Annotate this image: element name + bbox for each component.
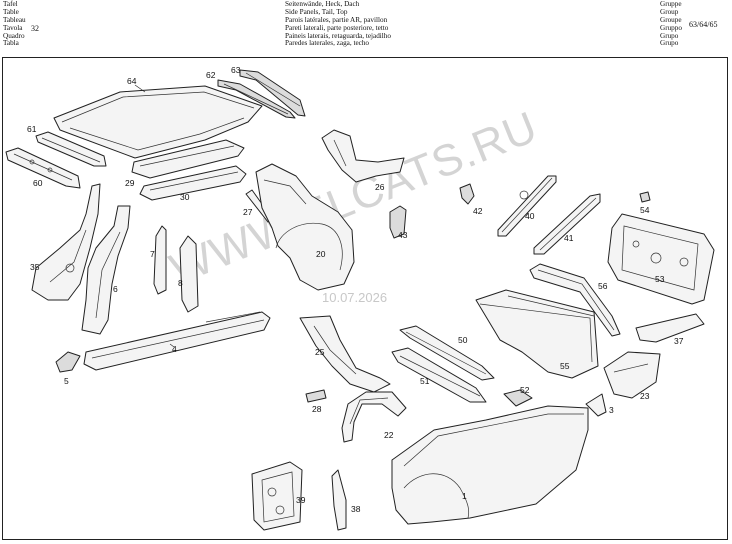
part-number-labels: 64 62 63 61 60 29 30 26 27 42 40 54 43 4… bbox=[27, 65, 684, 514]
label-38: 38 bbox=[351, 504, 361, 514]
label-50: 50 bbox=[458, 335, 468, 345]
title-en: Side Panels, Tail, Top bbox=[285, 7, 348, 16]
label-23: 23 bbox=[640, 391, 650, 401]
label-30: 30 bbox=[180, 192, 190, 202]
part-41-rear-rail[interactable] bbox=[533, 193, 601, 255]
label-8: 8 bbox=[178, 278, 183, 288]
label-39: 39 bbox=[296, 495, 306, 505]
label-7: 7 bbox=[150, 249, 155, 259]
label-27: 27 bbox=[243, 207, 253, 217]
part-5-end-cap[interactable] bbox=[55, 351, 81, 373]
label-6: 6 bbox=[113, 284, 118, 294]
part-20-quarter-inner-panel[interactable] bbox=[255, 163, 355, 291]
part-30-rear-crossmember[interactable] bbox=[139, 165, 247, 201]
group-pt: Grupo bbox=[660, 31, 679, 40]
part-26-inner-rear-panel[interactable] bbox=[321, 129, 405, 183]
title-fr: Parois latérales, partie AR, pavillon bbox=[285, 15, 388, 24]
label-es: Tabla bbox=[3, 39, 19, 48]
part-52-bracket[interactable] bbox=[503, 389, 533, 407]
part-23-rear-corner-panel[interactable] bbox=[603, 351, 661, 399]
part-50-trunk-rail[interactable] bbox=[399, 325, 495, 381]
label-53: 53 bbox=[655, 274, 665, 284]
label-3: 3 bbox=[609, 405, 614, 415]
diagram-frame bbox=[2, 57, 728, 540]
part-8-pillar-reinforcement[interactable] bbox=[179, 235, 199, 313]
label-fr: Tableau bbox=[3, 15, 26, 24]
label-de: Tafel bbox=[3, 0, 18, 8]
part-37-rear-cover[interactable] bbox=[635, 313, 705, 343]
part-35-front-pillar-panel[interactable] bbox=[31, 183, 101, 301]
label-60: 60 bbox=[33, 178, 43, 188]
group-de: Gruppe bbox=[660, 0, 682, 8]
label-54: 54 bbox=[640, 205, 650, 215]
label-29: 29 bbox=[125, 178, 135, 188]
label-61: 61 bbox=[27, 124, 37, 134]
label-22: 22 bbox=[384, 430, 394, 440]
label-4: 4 bbox=[172, 344, 177, 354]
label-43: 43 bbox=[398, 230, 408, 240]
label-37: 37 bbox=[674, 336, 684, 346]
title-es: Paredes laterales, zaga, techo bbox=[285, 39, 370, 48]
header: Tafel Table Tableau Tavola Quadro Tabla … bbox=[0, 0, 732, 56]
part-42-bracket[interactable] bbox=[459, 183, 475, 205]
part-63-roof-rail[interactable] bbox=[239, 69, 306, 117]
part-60-windscreen-frame[interactable] bbox=[5, 147, 81, 189]
group-it: Gruppo bbox=[660, 23, 682, 32]
part-25-inner-wheel-arch[interactable] bbox=[299, 315, 391, 393]
part-64-roof[interactable] bbox=[53, 85, 263, 159]
part-55-rear-floor-panel[interactable] bbox=[475, 289, 599, 379]
label-63: 63 bbox=[231, 65, 241, 75]
title-it: Pareti laterali, parte posteriore, tetto bbox=[285, 23, 389, 32]
title-de: Seitenwände, Heck, Dach bbox=[285, 0, 360, 8]
group-fr: Groupe bbox=[660, 15, 682, 24]
label-1: 1 bbox=[462, 491, 467, 501]
group-number: 63/64/65 bbox=[689, 20, 718, 29]
label-56: 56 bbox=[598, 281, 608, 291]
table-label-column: Tafel Table Tableau Tavola Quadro Tabla bbox=[3, 0, 26, 48]
part-40-rear-rail[interactable] bbox=[497, 175, 557, 237]
title-pt: Paineis laterais, retaguarda, tejadilho bbox=[285, 31, 391, 40]
part-7-pillar-reinforcement[interactable] bbox=[153, 225, 167, 295]
part-39-reinforcement-panel[interactable] bbox=[251, 461, 303, 531]
group-en: Group bbox=[660, 7, 679, 16]
label-62: 62 bbox=[206, 70, 216, 80]
label-pt: Quadro bbox=[3, 31, 25, 40]
label-64: 64 bbox=[127, 76, 137, 86]
part-53-rear-end-panel[interactable] bbox=[607, 213, 715, 305]
label-41: 41 bbox=[564, 233, 574, 243]
part-4-rocker-sill[interactable] bbox=[83, 311, 271, 371]
group-label-column: Gruppe Group Groupe Gruppo Grupo Grupo bbox=[660, 0, 682, 48]
label-20: 20 bbox=[316, 249, 326, 259]
table-number: 32 bbox=[31, 24, 39, 33]
label-40: 40 bbox=[525, 211, 535, 221]
label-it: Tavola bbox=[3, 23, 23, 32]
label-55: 55 bbox=[560, 361, 570, 371]
part-3-gusset[interactable] bbox=[585, 393, 607, 417]
part-22-outer-wheel-arch[interactable] bbox=[341, 391, 407, 443]
label-52: 52 bbox=[520, 385, 530, 395]
part-28-plug[interactable] bbox=[305, 389, 327, 403]
part-56-tail-rail[interactable] bbox=[529, 263, 621, 337]
watermark-date: 10.07.2026 bbox=[322, 290, 387, 305]
part-43-bracket[interactable] bbox=[389, 205, 407, 239]
label-51: 51 bbox=[420, 376, 430, 386]
label-42: 42 bbox=[473, 206, 483, 216]
part-38-strip[interactable] bbox=[331, 469, 347, 531]
label-5: 5 bbox=[64, 376, 69, 386]
part-51-trunk-rail[interactable] bbox=[391, 347, 487, 403]
part-62-roof-rail[interactable] bbox=[217, 79, 296, 119]
label-en: Table bbox=[3, 7, 19, 16]
part-6-center-pillar[interactable] bbox=[81, 205, 131, 335]
part-61-front-crossmember[interactable] bbox=[35, 131, 107, 167]
title-column: Seitenwände, Heck, Dach Side Panels, Tai… bbox=[285, 0, 391, 48]
part-29-rear-crossmember[interactable] bbox=[131, 139, 245, 179]
part-54-clip[interactable] bbox=[639, 191, 651, 203]
label-25: 25 bbox=[315, 347, 325, 357]
label-26: 26 bbox=[375, 182, 385, 192]
label-35: 35 bbox=[30, 262, 40, 272]
group-es: Grupo bbox=[660, 39, 679, 48]
part-1-rear-quarter-panel[interactable] bbox=[391, 405, 589, 525]
label-28: 28 bbox=[312, 404, 322, 414]
